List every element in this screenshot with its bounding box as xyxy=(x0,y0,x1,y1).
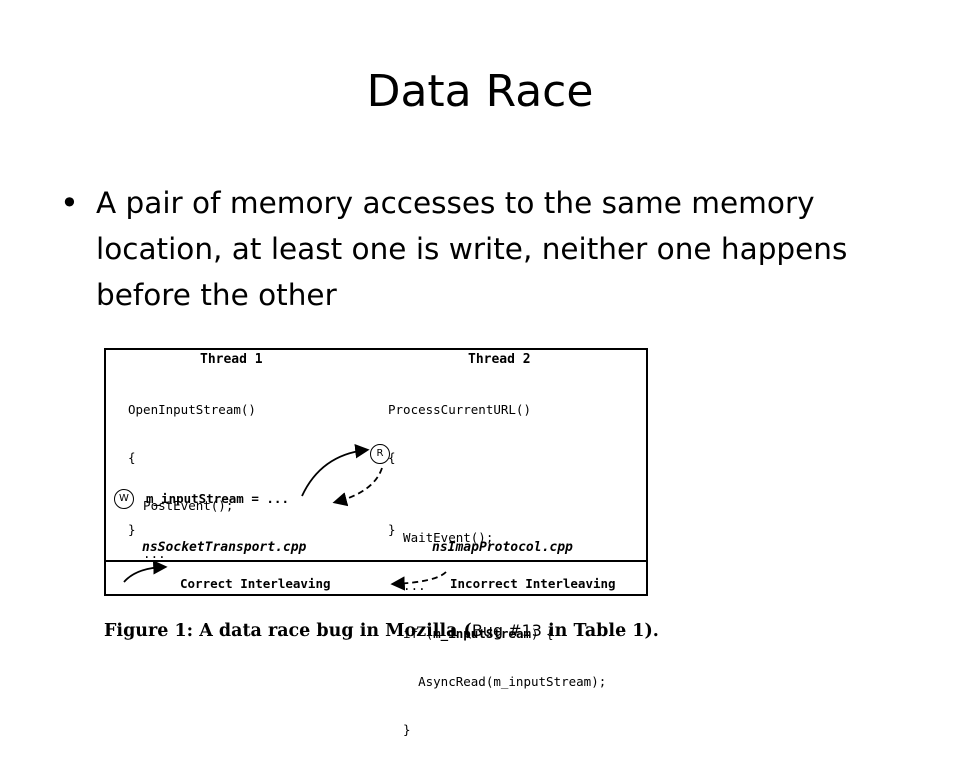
thread1-header: Thread 1 xyxy=(200,352,263,367)
if-line: if (m_inputStream) { xyxy=(388,626,606,642)
caption-bug-ref: Bug #13 xyxy=(471,621,542,640)
legend-correct-arrow xyxy=(123,560,168,583)
write-marker: W xyxy=(114,489,134,509)
read-marker: R xyxy=(370,444,390,464)
caption-rest: in Table 1). xyxy=(541,621,659,641)
code-line: OpenInputStream() xyxy=(128,402,256,417)
thread2-file: nsImapProtocol.cpp xyxy=(432,540,573,555)
legend-correct-label: Correct Interleaving xyxy=(180,576,331,591)
figure-caption: Figure 1: A data race bug in Mozilla (Bu… xyxy=(104,620,664,642)
thread1-file: nsSocketTransport.cpp xyxy=(142,540,307,555)
figure-lines xyxy=(106,444,646,591)
write-statement: m_inputStream = ... xyxy=(146,491,289,506)
code-line: { xyxy=(128,450,136,465)
legend-incorrect-label: Incorrect Interleaving xyxy=(450,576,616,591)
code-line: { xyxy=(388,450,396,465)
code-line: PostEvent(); xyxy=(128,498,234,513)
legend-incorrect-arrow xyxy=(390,571,447,591)
code-line: WaitEvent(); xyxy=(388,530,494,545)
correct-interleaving-arrow xyxy=(301,444,370,497)
incorrect-interleaving-arrow xyxy=(332,467,383,507)
thread1-close-brace: } xyxy=(128,522,136,537)
caption-main: Figure 1: A data race bug in Mozilla ( xyxy=(104,621,472,641)
if-prefix: if ( xyxy=(388,626,434,641)
code-line: ProcessCurrentURL() xyxy=(388,402,531,417)
read-statement: AsyncRead(m_inputStream); xyxy=(388,674,607,689)
slide-title: Data Race xyxy=(366,66,594,117)
code-line: ... xyxy=(388,578,426,593)
thread1-code: OpenInputStream() { PostEvent(); ... xyxy=(128,370,256,594)
code-line: } xyxy=(388,722,411,737)
bullet-dot: • xyxy=(60,184,79,222)
figure-code-diagram: Thread 1 Thread 2 OpenInputStream() { Po… xyxy=(104,348,648,737)
if-suffix: ) { xyxy=(531,626,554,641)
thread2-header: Thread 2 xyxy=(468,352,531,367)
if-variable: m_inputStream xyxy=(433,626,531,641)
code-line: ... xyxy=(128,546,166,561)
bullet-text: A pair of memory accesses to the same me… xyxy=(96,186,848,312)
thread2-close-brace: } xyxy=(388,522,396,537)
thread2-code: ProcessCurrentURL() { WaitEvent(); ... i… xyxy=(388,370,606,770)
